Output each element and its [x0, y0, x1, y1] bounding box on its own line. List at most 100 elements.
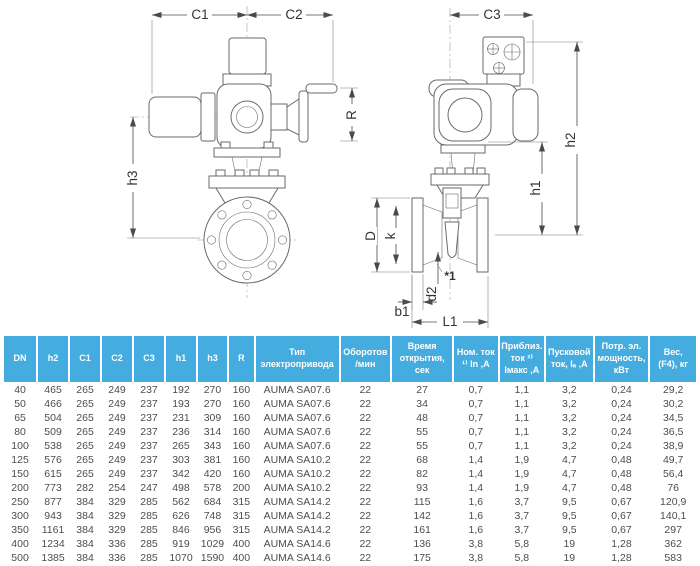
cell: 236 [172, 426, 190, 438]
cell: 1,28 [611, 552, 632, 564]
cell: 161 [413, 524, 431, 536]
handwheel-front [447, 97, 483, 133]
dim-label-k: k [383, 232, 398, 239]
cell: 4,7 [561, 454, 577, 466]
cell: 684 [203, 496, 222, 508]
cell: 315 [232, 496, 251, 508]
cell: 160 [232, 454, 251, 466]
cell: 48 [416, 412, 428, 424]
cell: 175 [413, 552, 431, 564]
cell: 384 [76, 524, 94, 536]
bonnet-flange [208, 175, 286, 189]
cell: 329 [108, 510, 126, 522]
cell: 22 [359, 552, 372, 564]
housing-port [230, 100, 264, 134]
cell: 265 [76, 454, 94, 466]
cell: 34,5 [662, 412, 684, 424]
cell: 3,2 [561, 440, 577, 452]
cell: 38,9 [662, 440, 684, 452]
cell: 285 [140, 538, 158, 550]
cell: 254 [108, 482, 126, 494]
cell: 237 [140, 384, 158, 396]
cell: 160 [232, 440, 251, 452]
column-header: h1 [166, 336, 196, 382]
cell: AUMA SA14.2 [263, 524, 331, 536]
cell: 160 [232, 384, 251, 396]
raised-face [218, 211, 276, 269]
dim-label-l1: L1 [442, 314, 457, 329]
cell: 160 [232, 468, 251, 480]
cell: 315 [232, 524, 251, 536]
cell: 0,67 [611, 510, 632, 522]
cell: 200 [11, 482, 29, 494]
bolt [263, 141, 274, 149]
cell: 9,5 [561, 496, 577, 508]
cell: 329 [108, 496, 126, 508]
cell: 4,7 [561, 468, 577, 480]
cell: 919 [172, 538, 190, 550]
cell: 315 [232, 510, 251, 522]
cell: 125 [11, 454, 29, 466]
cell: 237 [140, 468, 158, 480]
bolt [268, 169, 279, 177]
cell: 3,7 [514, 510, 530, 522]
cell: 100 [11, 440, 29, 452]
cell: 846 [172, 524, 190, 536]
cell: 1,4 [468, 468, 484, 480]
cell: 285 [140, 510, 158, 522]
cell: AUMA SA14.2 [263, 510, 331, 522]
column-header: Приблиз. ток ²⁾ Iмакс ,A [499, 336, 545, 382]
dim-label-b1: b1 [394, 304, 409, 319]
cell: 22 [359, 510, 372, 522]
cell: 1,9 [514, 454, 530, 466]
cell: 500 [11, 552, 29, 564]
cell: 22 [359, 538, 372, 550]
cell: 115 [413, 496, 431, 508]
cell: 22 [359, 440, 372, 452]
cell: 3,7 [514, 524, 530, 536]
cell: 1,9 [514, 468, 530, 480]
cell: 0,48 [611, 468, 632, 480]
cell: 237 [140, 426, 158, 438]
cell: 265 [76, 384, 94, 396]
bolt [249, 169, 260, 177]
bolt [234, 169, 245, 177]
cell: 303 [172, 454, 190, 466]
cell: 384 [76, 510, 94, 522]
cell: 0,24 [611, 440, 632, 452]
cell: 3,8 [468, 552, 484, 564]
cell: 36,5 [662, 426, 684, 438]
cell: 400 [232, 538, 251, 550]
cell: 93 [416, 482, 428, 494]
cell: 0,24 [611, 384, 632, 396]
cell: 1,6 [468, 524, 484, 536]
bolt-hole [242, 270, 252, 280]
cell: AUMA SA10.2 [263, 454, 331, 466]
bonnet-flange [430, 173, 490, 186]
dim-label-c1: C1 [191, 7, 208, 22]
bolt-hole [267, 210, 277, 220]
cell: 1,6 [468, 510, 484, 522]
cell: 615 [44, 468, 62, 480]
cell: 270 [203, 384, 222, 396]
cell: 249 [108, 426, 126, 438]
crank-handle [305, 83, 338, 94]
cell: 22 [359, 384, 372, 396]
handwheel-rim [298, 90, 309, 143]
cell: 0,24 [611, 412, 632, 424]
handwheel-cone [286, 98, 300, 136]
cell: 350 [11, 524, 29, 536]
cell: 27 [416, 384, 428, 396]
cell: 400 [11, 538, 29, 550]
cell: 1,1 [514, 412, 530, 424]
bolt-hole [267, 260, 277, 270]
cell: 140,1 [660, 510, 687, 522]
